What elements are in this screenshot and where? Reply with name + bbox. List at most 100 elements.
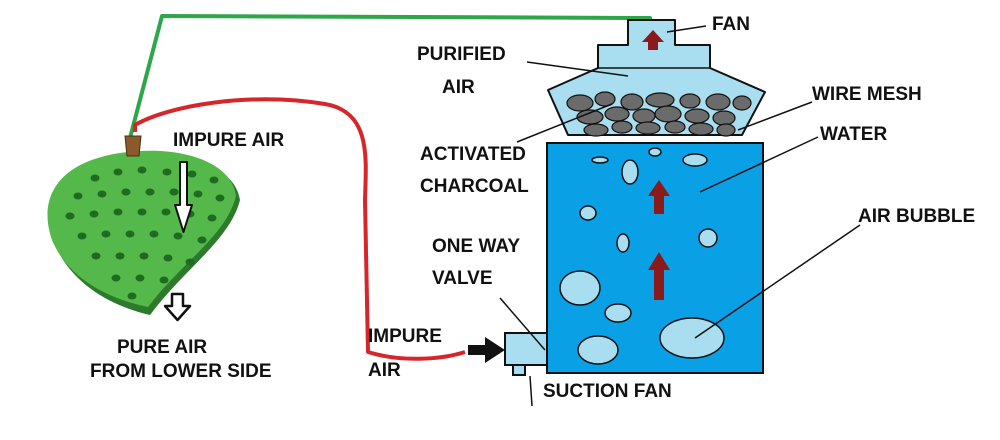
charcoal-stone [716, 123, 736, 137]
flow-arrows [648, 180, 670, 300]
charcoal-stone [632, 108, 656, 124]
label-fan: FAN [712, 14, 750, 35]
leader-one-way-valve [499, 297, 546, 351]
label-one-way-line1: ONE WAY [432, 236, 520, 257]
leader-activated-charcoal [516, 103, 613, 143]
leaf-hole [149, 230, 159, 238]
leaf-filter [47, 150, 241, 315]
air-bubble [591, 156, 609, 164]
leaf-hole [113, 168, 123, 176]
leaf-hole [215, 194, 225, 202]
leaf-body [47, 150, 236, 307]
leaf-hole [187, 170, 197, 178]
air-bubble [559, 270, 601, 306]
leaf-hole [163, 254, 173, 262]
leaf-hole [125, 230, 135, 238]
impure-air-down-arrow [174, 161, 193, 233]
label-pure-air-line1: PURE AIR [117, 337, 207, 358]
air-bubble [616, 233, 630, 253]
leaf-hole [169, 188, 179, 196]
air-bubble [682, 153, 708, 167]
leader-air-bubble [694, 224, 861, 339]
charcoal-stone [664, 120, 686, 134]
label-activated-line2: CHARCOAL [420, 176, 529, 197]
leaf-hole [121, 188, 131, 196]
charcoal-stone [705, 93, 731, 111]
leader-suction-fan [529, 375, 533, 407]
flow-arrow-2 [648, 252, 670, 300]
pure-air-down-arrow [163, 292, 192, 322]
air-bubble [604, 303, 632, 323]
air-bubble [659, 317, 725, 359]
air-bubble [577, 335, 619, 365]
purifier-top [547, 19, 766, 137]
labels: FAN PURIFIED AIR WIRE MESH WATER ACTIVAT… [90, 14, 975, 402]
leaf-hole [207, 214, 217, 222]
charcoal-stone [688, 122, 714, 136]
leaf-hole [101, 230, 111, 238]
impure-air-inlet-arrow [468, 337, 505, 363]
air-bubble [648, 147, 662, 157]
suction-fan-stub [512, 364, 526, 376]
leaf-hole [161, 208, 171, 216]
air-bubble [579, 205, 597, 221]
leaf-hole [162, 168, 172, 176]
leaf-hole [159, 276, 169, 284]
leaf-hole [139, 252, 149, 260]
leaf-hole [197, 236, 207, 244]
leaf-hole [137, 208, 147, 216]
air-bubble [698, 228, 718, 248]
label-impure-air-top: IMPURE AIR [173, 130, 284, 151]
leader-purified-air [526, 61, 629, 77]
label-impure-line1: IMPURE [368, 326, 442, 347]
activated-charcoal-stones [566, 91, 752, 137]
label-purified-line2: AIR [442, 77, 475, 98]
charcoal-stone [611, 120, 633, 134]
leader-water [699, 136, 819, 193]
leaf-hole [127, 292, 137, 300]
label-pure-air-line2: FROM LOWER SIDE [90, 361, 272, 382]
leaf-hole [73, 192, 83, 200]
label-water: WATER [820, 124, 887, 145]
label-activated-line1: ACTIVATED [420, 144, 526, 165]
leaf-hole [185, 258, 195, 266]
leader-lines [499, 25, 861, 407]
charcoal-stone [604, 106, 630, 122]
leaf-hole [173, 232, 183, 240]
air-bubbles [559, 147, 725, 365]
leaf-hole [111, 274, 121, 282]
charcoal-stone [679, 93, 701, 109]
leaf-hole [77, 232, 87, 240]
leaf-holes [65, 166, 225, 300]
charcoal-stone [635, 121, 661, 135]
charcoal-stone [576, 109, 604, 125]
leaf-hole [91, 252, 101, 260]
leaf-hole [193, 190, 203, 198]
label-purified-line1: PURIFIED [417, 44, 506, 65]
charcoal-stone [712, 110, 736, 126]
air-bubble [621, 159, 639, 185]
charcoal-stone [645, 92, 675, 108]
label-wire-mesh: WIRE MESH [812, 84, 922, 105]
label-air-bubble: AIR BUBBLE [858, 206, 975, 227]
label-suction-fan: SUCTION FAN [543, 381, 672, 402]
leaf-hole [145, 188, 155, 196]
charcoal-stone [583, 123, 609, 137]
leader-fan [666, 25, 707, 33]
suction-fan-inlet [504, 332, 548, 366]
charcoal-stone [732, 95, 752, 111]
label-impure-line2: AIR [368, 360, 401, 381]
charcoal-stone [566, 94, 594, 112]
leaf-stem [124, 135, 142, 157]
water-tank [546, 142, 764, 374]
flow-arrow-1 [648, 180, 670, 214]
leaf-hole [115, 252, 125, 260]
leaf-hole [97, 190, 107, 198]
leaf-hole [89, 210, 99, 218]
leaf-hole [113, 208, 123, 216]
leaf-hole [209, 176, 219, 184]
charcoal-stone [594, 91, 616, 107]
leaf-hole [65, 212, 75, 220]
